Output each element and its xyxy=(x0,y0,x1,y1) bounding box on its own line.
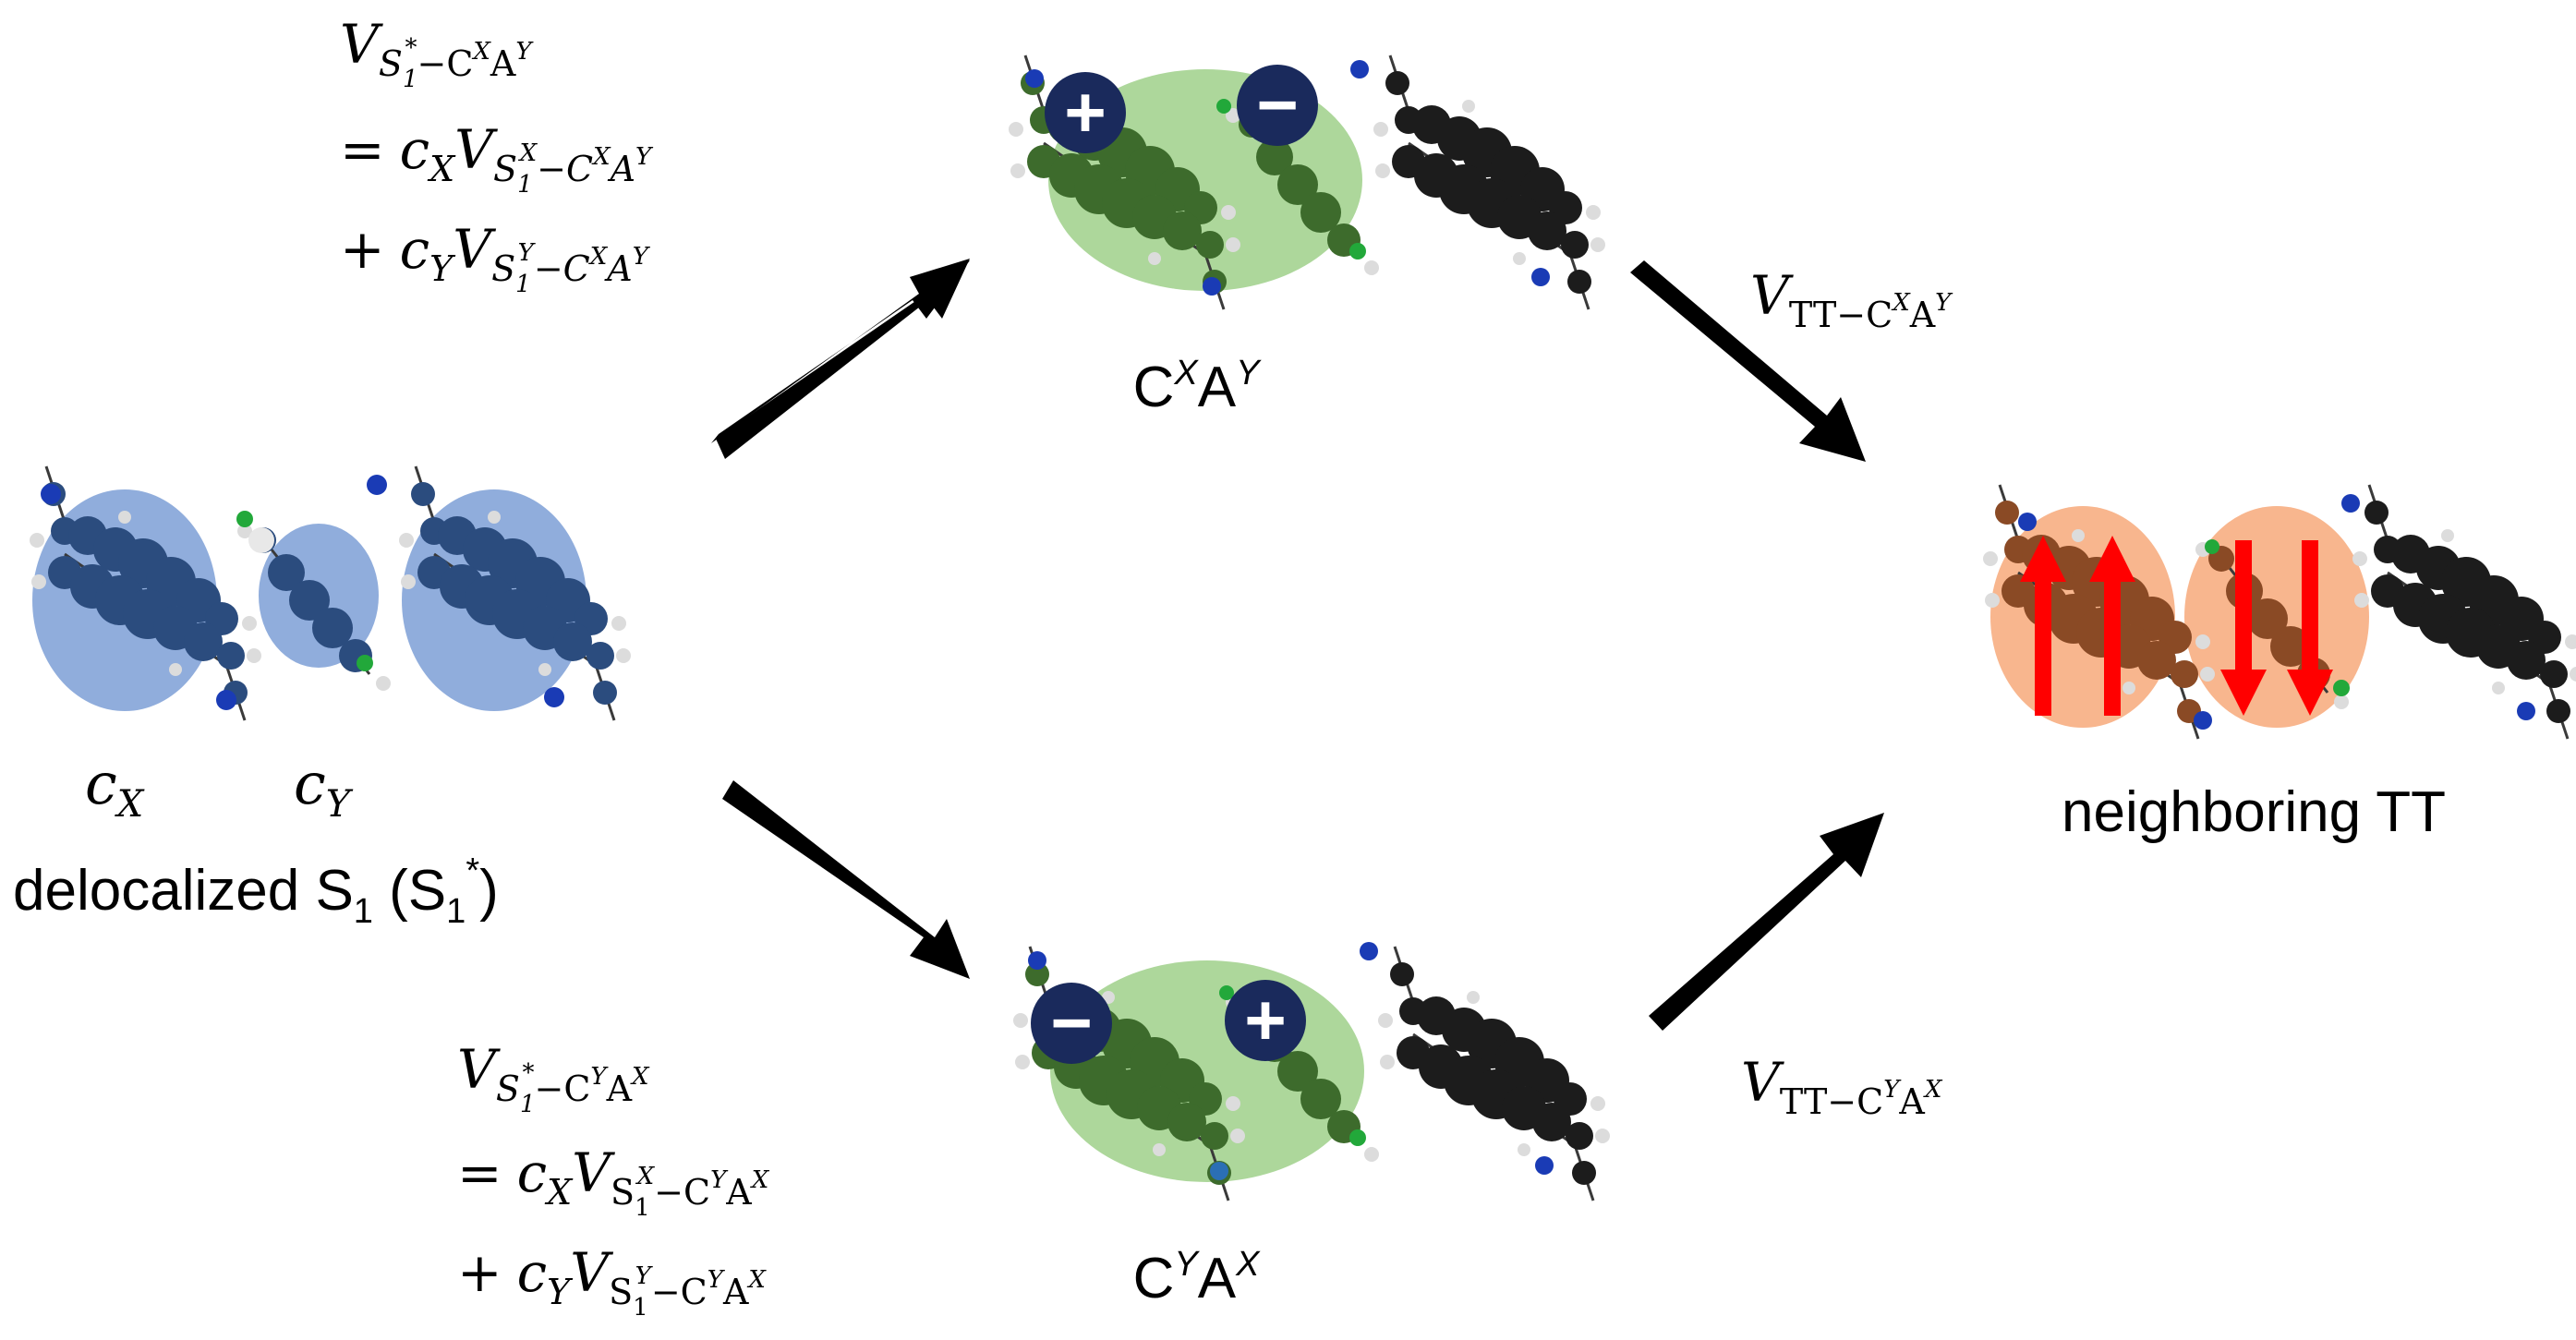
equation-top-line2: =cXVS1X−CXAY xyxy=(340,118,654,199)
delocalized-s1-label: delocalized S1 (S1*) xyxy=(13,851,499,931)
n-atom xyxy=(41,484,61,504)
n-atom xyxy=(1535,1156,1554,1175)
n-atom xyxy=(2341,494,2360,513)
svg-text:+: + xyxy=(1244,979,1287,1060)
svg-text:−: − xyxy=(1050,982,1093,1063)
green-atom xyxy=(1219,985,1234,1000)
arrow-s1-to-cyax xyxy=(722,780,970,979)
green-atom xyxy=(1349,1129,1366,1146)
n-atom xyxy=(1210,1162,1228,1180)
svg-text:−: − xyxy=(1256,64,1299,145)
neighboring-tt-label: neighboring TT xyxy=(2062,780,2446,844)
n-atom xyxy=(2018,513,2037,531)
coef-y-label: cY xyxy=(294,750,354,826)
n-atom xyxy=(544,687,564,707)
n-atom xyxy=(2194,711,2212,730)
equation-bottom-line2: =cXVS1X−CYAX xyxy=(457,1141,770,1222)
green-atom xyxy=(1216,99,1231,114)
n-atom xyxy=(216,690,236,710)
equation-bottom-line1: VS1*−CYAX xyxy=(457,1038,650,1118)
n-atom xyxy=(1025,69,1044,88)
molecule-neutral xyxy=(1376,945,1612,1202)
n-atom xyxy=(2517,702,2535,720)
bottom-state-group: − + CYAX xyxy=(1011,942,1612,1310)
equation-top: VS1*−CXAY =cXVS1X−CXAY +cYVS1Y−CXAY xyxy=(340,13,654,298)
n-atom xyxy=(1028,951,1046,970)
green-atom xyxy=(2333,680,2350,696)
top-state-group: + − CXAY xyxy=(1007,54,1607,419)
plus-charge-circle: + xyxy=(1225,979,1306,1061)
plus-charge-circle: + xyxy=(1045,71,1126,153)
equation-bottom: VS1*−CYAX =cXVS1X−CYAX +cYVS1Y−CYAX xyxy=(457,1038,770,1322)
green-atom xyxy=(357,655,373,671)
white-atom xyxy=(248,527,274,553)
arrow-s1-to-cxay xyxy=(711,259,970,459)
arrow-cyax-to-tt xyxy=(1649,813,1884,1031)
molecule-neutral xyxy=(2351,483,2576,741)
green-atom xyxy=(2205,539,2219,554)
equation-top-line3: +cYVS1Y−CXAY xyxy=(340,218,651,298)
spin-up-arrow-icon xyxy=(2020,536,2066,716)
green-atom xyxy=(1349,243,1366,260)
n-atom xyxy=(1531,268,1550,286)
n-atom xyxy=(1350,60,1369,78)
molecule-neutral xyxy=(1372,54,1607,311)
green-atom xyxy=(236,511,253,527)
cxay-label: CXAY xyxy=(1133,354,1263,419)
spin-up-arrow-icon xyxy=(2089,536,2135,716)
n-atom xyxy=(1360,942,1378,960)
svg-text:+: + xyxy=(1064,71,1107,152)
n-atom xyxy=(367,475,387,495)
cyax-label: CYAX xyxy=(1133,1245,1262,1310)
equation-bottom-line3: +cYVS1Y−CYAX xyxy=(457,1241,767,1322)
minus-charge-circle: − xyxy=(1237,64,1318,146)
minus-charge-circle: − xyxy=(1031,982,1112,1064)
equation-right-top: VTT−CXAY xyxy=(1750,264,1953,335)
n-atom xyxy=(1203,277,1221,296)
spin-down-arrow-icon xyxy=(2220,540,2267,716)
equation-right-bottom: VTT−CYAX xyxy=(1741,1051,1943,1122)
left-state-group: cX cY delocalized S1 (S1*) xyxy=(13,465,633,931)
arrow-cxay-to-tt xyxy=(1630,260,1866,462)
spin-down-arrow-icon xyxy=(2287,540,2333,716)
right-state-group: neighboring TT xyxy=(1981,483,2576,844)
coef-x-label: cX xyxy=(85,750,145,826)
equation-top-line1: VS1*−CXAY xyxy=(340,13,534,93)
